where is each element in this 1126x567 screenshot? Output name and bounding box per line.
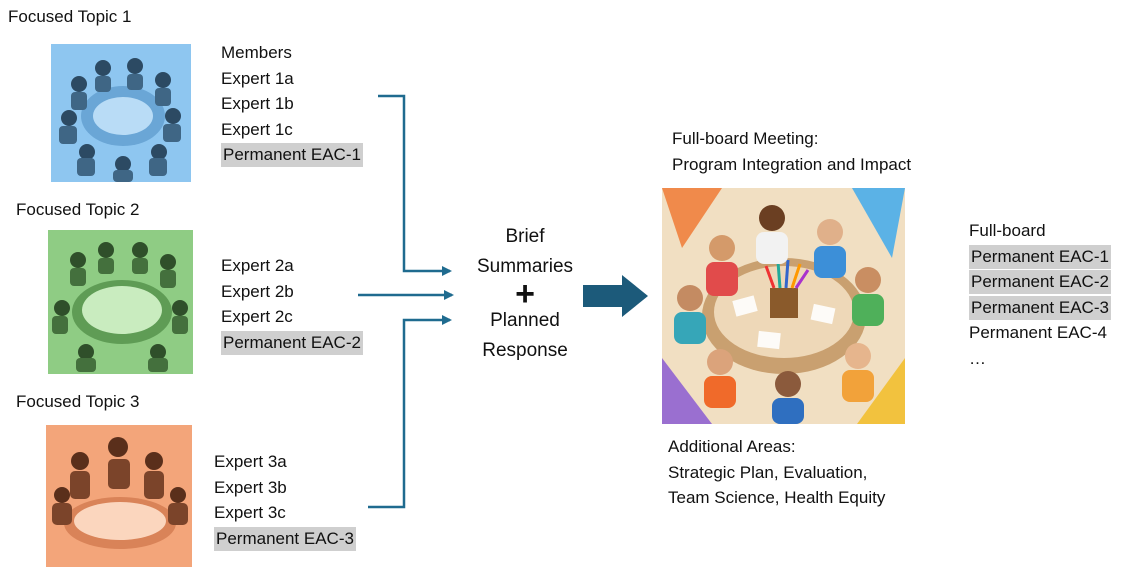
additional-areas-label: Additional Areas: — [668, 437, 796, 456]
center-line-3: Planned — [490, 310, 560, 331]
big-arrow-to-full-board — [583, 275, 648, 317]
permanent-member-badge: Permanent EAC-1 — [221, 143, 363, 167]
full-board-member-badge: Permanent EAC-2 — [969, 270, 1111, 294]
summary-box: Brief Summaries + Planned Response — [462, 222, 588, 366]
member-item: Expert 3b — [214, 477, 287, 497]
connector-topic-3 — [368, 315, 452, 509]
meeting-title-line-1: Full-board Meeting: — [672, 129, 819, 148]
center-line-2: Summaries — [476, 256, 574, 277]
center-line-1: Brief — [505, 226, 545, 247]
member-item: Expert 3c — [214, 503, 286, 522]
full-board-ellipsis: … — [969, 348, 986, 368]
member-item: Expert 2c — [221, 307, 293, 326]
topic-3-title: Focused Topic 3 — [16, 392, 140, 411]
permanent-member-badge: Permanent EAC-3 — [214, 526, 356, 551]
member-item: Expert 3a — [214, 452, 287, 471]
meeting-title-line-2: Program Integration and Impact — [672, 154, 912, 174]
full-board-member-badge: Permanent EAC-3 — [969, 295, 1111, 320]
full-board-members: Full-board Permanent EAC-1 Permanent EAC… — [969, 218, 1111, 371]
topic-1-title: Focused Topic 1 — [8, 7, 132, 26]
additional-areas-line-2: Team Science, Health Equity — [668, 488, 886, 507]
member-item: Expert 1c — [221, 119, 293, 139]
member-item: Expert 1a — [221, 68, 294, 88]
member-item: Expert 2a — [221, 256, 294, 275]
additional-areas-line-1: Strategic Plan, Evaluation, — [668, 462, 868, 482]
topic-2-members: Expert 2a Expert 2b Expert 2c Permanent … — [221, 253, 363, 355]
full-board-meeting-title: Full-board Meeting: Program Integration … — [672, 126, 911, 177]
permanent-member-badge: Permanent EAC-2 — [221, 330, 363, 355]
member-item: Expert 1b — [221, 94, 294, 113]
members-header: Members — [221, 43, 292, 62]
topic-1-members: Members Expert 1a Expert 1b Expert 1c Pe… — [221, 40, 363, 168]
full-board-member-badge: Permanent EAC-1 — [969, 244, 1111, 269]
full-board-member: Permanent EAC-4 — [969, 323, 1107, 342]
center-line-4: Response — [482, 340, 568, 361]
topic-2-meeting-image — [48, 230, 193, 374]
member-item: Expert 2b — [221, 281, 294, 301]
connector-topic-1 — [378, 94, 452, 276]
topic-3-meeting-image — [46, 425, 192, 567]
additional-areas: Additional Areas: Strategic Plan, Evalua… — [668, 434, 885, 511]
plus-icon: + — [515, 275, 535, 313]
topic-2-title: Focused Topic 2 — [16, 200, 140, 219]
full-board-meeting-image — [662, 188, 905, 424]
full-board-header: Full-board — [969, 221, 1046, 240]
topic-3-members: Expert 3a Expert 3b Expert 3c Permanent … — [214, 449, 356, 551]
topic-1-meeting-image — [51, 44, 191, 182]
